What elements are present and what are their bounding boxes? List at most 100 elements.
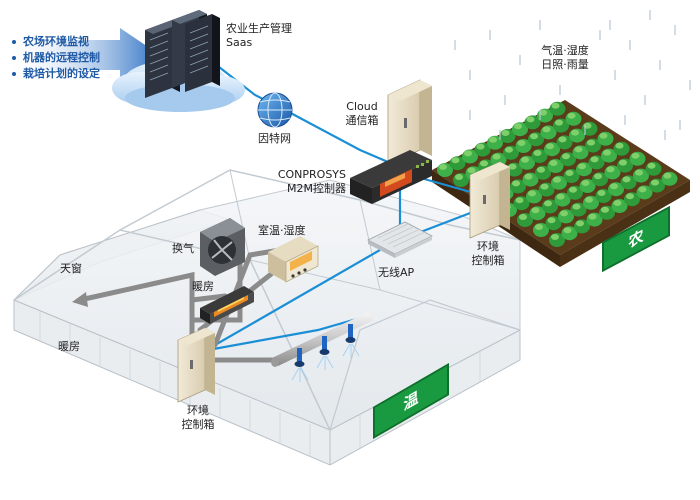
crop-plant bbox=[474, 142, 491, 157]
skylight-label: 天窗 bbox=[60, 262, 82, 275]
crop-plant bbox=[595, 189, 612, 203]
crop-plant bbox=[556, 135, 573, 150]
crop-plant bbox=[608, 182, 624, 197]
crop-plant bbox=[535, 165, 551, 180]
crop-plant bbox=[503, 145, 519, 160]
crop-plant bbox=[549, 101, 566, 116]
field-control-box-label-line1: 环境 bbox=[477, 240, 499, 253]
crop-plant bbox=[558, 209, 574, 224]
server-icon bbox=[145, 10, 220, 98]
saas-label-line1: 农业生产管理 bbox=[226, 22, 292, 35]
crop-plant bbox=[649, 178, 665, 193]
crop-plant bbox=[661, 171, 678, 186]
crop-plant bbox=[524, 115, 541, 130]
weather-label: 气温·湿度 日照·雨量 bbox=[530, 44, 600, 72]
crop-plant bbox=[592, 172, 608, 187]
crop-plant bbox=[588, 155, 605, 170]
cloud-comm-box-icon bbox=[387, 79, 432, 166]
crop-plant bbox=[462, 149, 478, 164]
heating-label: 暖房 bbox=[58, 340, 80, 353]
crop-plant bbox=[449, 156, 466, 171]
field-control-box-label-line2: 控制箱 bbox=[471, 254, 505, 267]
greenhouse-control-box-label-line2: 控制箱 bbox=[181, 418, 215, 431]
crop-plant bbox=[570, 202, 587, 217]
crop-plant bbox=[601, 148, 617, 163]
crop-plant bbox=[611, 199, 628, 213]
crop-plant bbox=[563, 169, 580, 183]
crop-plant bbox=[581, 121, 598, 136]
crop-plant bbox=[549, 233, 565, 247]
thermostat-icon bbox=[268, 236, 319, 283]
crop-plant bbox=[437, 163, 453, 177]
crop-plant bbox=[629, 151, 646, 166]
crop-plant bbox=[544, 142, 560, 157]
wireless-ap-label: 无线AP bbox=[378, 266, 415, 279]
ventilation-label: 换气 bbox=[172, 242, 194, 255]
feature-arrow bbox=[5, 28, 160, 82]
crop-plant bbox=[499, 129, 516, 143]
crop-plant bbox=[490, 152, 507, 167]
m2m-label-line2: M2M控制器 bbox=[287, 182, 346, 195]
crop-plant bbox=[545, 216, 562, 231]
crop-plant bbox=[487, 135, 503, 150]
crop-plant bbox=[583, 195, 599, 210]
wireless-ap-icon bbox=[367, 221, 433, 258]
crop-plant bbox=[553, 118, 569, 133]
crop-plant bbox=[551, 175, 567, 190]
greenhouse-control-box-label-line1: 环境 bbox=[187, 404, 209, 417]
m2m-controller-icon bbox=[350, 150, 432, 204]
crop-plant bbox=[542, 199, 558, 214]
internet-label: 因特网 bbox=[258, 132, 291, 145]
saas-label-line2: Saas bbox=[226, 36, 253, 49]
crop-plant bbox=[560, 152, 576, 167]
field-control-box-icon bbox=[469, 161, 510, 239]
crop-plant bbox=[572, 145, 589, 160]
crop-plant bbox=[604, 165, 621, 180]
crop-plant bbox=[586, 212, 603, 227]
cloud-box-label-line1: Cloud bbox=[346, 100, 378, 113]
globe-icon bbox=[257, 92, 293, 128]
crop-plant bbox=[636, 185, 653, 200]
crop-plant bbox=[613, 141, 630, 156]
feature-item: 农场环境监视 bbox=[12, 34, 100, 50]
feature-label: 栽培计划的设定 bbox=[23, 67, 100, 80]
crop-plant bbox=[517, 213, 533, 227]
m2m-label-line1: CONPROSYS bbox=[277, 168, 346, 181]
feature-list: 农场环境监视 机器的远程控制 栽培计划的设定 bbox=[12, 34, 100, 82]
crop-plant bbox=[624, 192, 640, 207]
feature-label: 农场环境监视 bbox=[23, 35, 89, 48]
feature-item: 机器的远程控制 bbox=[12, 50, 100, 66]
sprinkler-icon bbox=[271, 312, 374, 382]
cloud-box-label-line2: 通信箱 bbox=[345, 114, 379, 127]
cloud-box-label: Cloud 通信箱 bbox=[340, 100, 384, 128]
crop-plant bbox=[561, 226, 578, 241]
fan-icon bbox=[200, 218, 245, 276]
crop-plant bbox=[576, 162, 592, 177]
crop-plant bbox=[453, 173, 469, 187]
crop-plant bbox=[620, 175, 637, 190]
heater-label: 暖房 bbox=[192, 280, 214, 293]
m2m-label: CONPROSYS M2M控制器 bbox=[268, 168, 346, 196]
crop-plant bbox=[599, 205, 615, 220]
feature-item: 栽培计划的设定 bbox=[12, 66, 100, 82]
crop-plant bbox=[554, 192, 571, 207]
crop-plant bbox=[537, 108, 553, 123]
greenhouse-control-box-label: 环境 控制箱 bbox=[176, 404, 220, 432]
crop-plant bbox=[519, 155, 535, 170]
crop-plant bbox=[574, 219, 590, 234]
crop-plant bbox=[597, 131, 614, 146]
room-temp-label: 室温·湿度 bbox=[258, 224, 306, 237]
crop-plant bbox=[547, 159, 564, 173]
crop-plant bbox=[540, 125, 557, 140]
greenhouse-control-box-icon bbox=[177, 327, 215, 403]
saas-label: 农业生产管理 Saas bbox=[226, 22, 292, 50]
crop-plant bbox=[528, 132, 544, 147]
crop-plant bbox=[565, 111, 582, 126]
crop-plant bbox=[529, 206, 546, 221]
rain-drops bbox=[454, 10, 691, 140]
feature-label: 机器的远程控制 bbox=[23, 51, 100, 64]
crop-plant bbox=[538, 182, 555, 197]
crop-plant bbox=[585, 138, 601, 153]
crop-plant bbox=[526, 189, 542, 204]
